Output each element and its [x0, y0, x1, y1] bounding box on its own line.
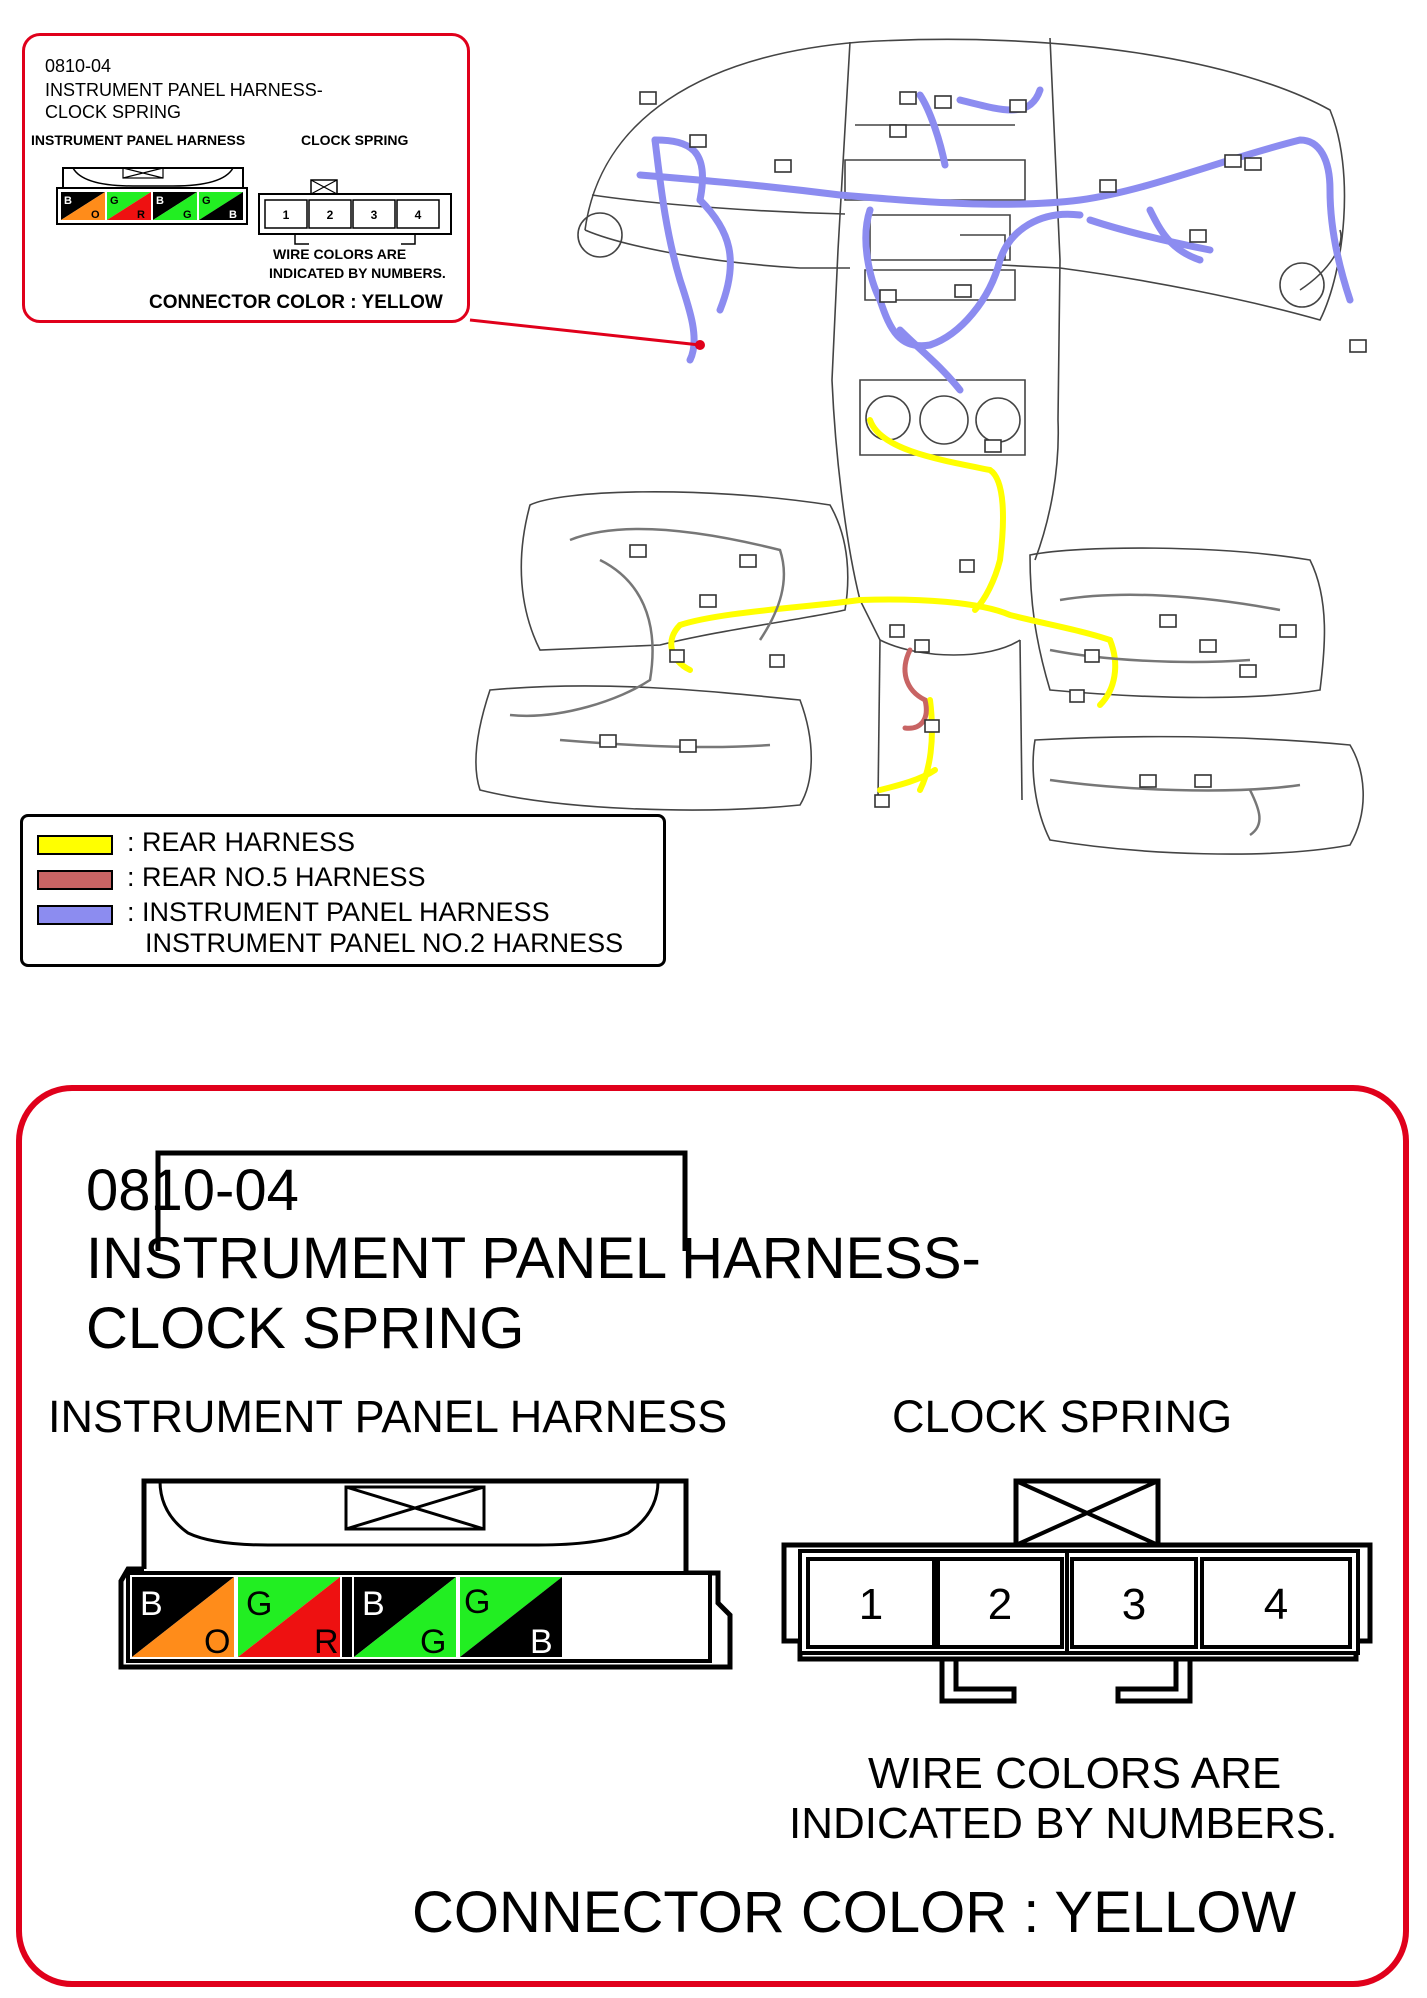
- clock-pin-4-label: 4: [1264, 1580, 1288, 1629]
- clock-pin-1-label: 1: [859, 1580, 883, 1629]
- small-clock-pin-3: [352, 199, 396, 229]
- small-harness-pin-2: [107, 192, 151, 220]
- harness-legend: : REAR HARNESS : REAR NO.5 HARNESS : INS…: [20, 814, 666, 967]
- pin-2-top-label: G: [246, 1585, 272, 1623]
- small-harness-label: INSTRUMENT PANEL HARNESS: [31, 132, 246, 148]
- connector-code: 0810-04: [86, 1158, 299, 1223]
- small-clock-pin-2: [308, 199, 352, 229]
- small-pin-3-top-label: B: [156, 195, 164, 207]
- harness-pin-divider: [342, 1577, 352, 1657]
- small-pin-1-top-label: B: [64, 195, 72, 207]
- pin-1-bottom-label: O: [204, 1623, 230, 1661]
- small-harness-pin-4: [199, 192, 243, 220]
- small-wire-note-line2: INDICATED BY NUMBERS.: [269, 265, 446, 281]
- small-harness-pin-3: [153, 192, 197, 220]
- small-callout-box: 0810-04 INSTRUMENT PANEL HARNESS- CLOCK …: [22, 33, 470, 323]
- pin-4-bottom-label: B: [530, 1623, 553, 1661]
- legend-label-instrument-panel-no2-harness: INSTRUMENT PANEL NO.2 HARNESS: [145, 928, 624, 958]
- small-clock-pin-3-label: 3: [371, 208, 378, 222]
- small-pin-2-bottom-label: R: [137, 209, 145, 221]
- pin-1-top-label: B: [140, 1585, 163, 1623]
- small-pin-4-top-label: G: [202, 195, 211, 207]
- connector-title-line1: INSTRUMENT PANEL HARNESS-: [86, 1226, 981, 1291]
- small-clock-pin-1-label: 1: [283, 208, 290, 222]
- small-clock-spring-label: CLOCK SPRING: [301, 132, 409, 148]
- harness-pin-4: [460, 1577, 562, 1657]
- legend-label-rear-harness: : REAR HARNESS: [127, 827, 356, 857]
- clock-pin-4: [1200, 1557, 1352, 1649]
- legend-label-rear-no5-harness: : REAR NO.5 HARNESS: [127, 862, 426, 892]
- small-clock-pin-2-label: 2: [327, 208, 334, 222]
- legend-label-instrument-panel-harness: : INSTRUMENT PANEL HARNESS: [127, 897, 550, 927]
- connector-color-label: CONNECTOR COLOR : YELLOW: [412, 1880, 1297, 1945]
- small-clock-pin-4: [396, 199, 440, 229]
- small-clock-pin-1: [264, 199, 308, 229]
- small-pin-3-bottom-label: G: [183, 209, 192, 221]
- small-pin-1-bottom-label: O: [91, 209, 100, 221]
- small-wire-note-line1: WIRE COLORS ARE: [273, 246, 407, 262]
- wire-colors-note-line1: WIRE COLORS ARE: [868, 1749, 1282, 1798]
- small-pin-4-bottom-label: B: [229, 209, 237, 221]
- small-harness-pin-1: [61, 192, 105, 220]
- legend-swatch-instrument-panel-harness: [37, 905, 113, 925]
- legend-swatch-rear-harness: [37, 835, 113, 855]
- clock-spring-location-marker: [695, 340, 705, 350]
- small-harness-connector: B O G R B G G B: [56, 167, 248, 225]
- pin-2-bottom-label: R: [314, 1623, 339, 1661]
- small-connector-code: 0810-04: [45, 56, 112, 76]
- small-clock-spring-connector: 1 2 3 4: [258, 179, 452, 245]
- harness-pin-3: [354, 1577, 456, 1657]
- pin-4-top-label: G: [464, 1583, 490, 1621]
- harness-pin-1: [132, 1577, 234, 1657]
- connector-blocks: [599, 91, 1367, 808]
- wire-colors-note-line2: INDICATED BY NUMBERS.: [789, 1799, 1338, 1848]
- big-callout-box: 0810-04 INSTRUMENT PANEL HARNESS- CLOCK …: [16, 1085, 1409, 1987]
- legend-swatch-rear-no5-harness: [37, 870, 113, 890]
- connector-title-line2: CLOCK SPRING: [86, 1296, 525, 1361]
- small-connectors-drawing: B O G R B G G B 1 2 3 4: [56, 167, 452, 245]
- clock-pin-3: [1070, 1557, 1198, 1649]
- callout-leader-line: [469, 318, 701, 347]
- small-pin-2-top-label: G: [110, 195, 119, 207]
- clock-pin-1: [806, 1557, 936, 1649]
- pin-3-top-label: B: [362, 1585, 385, 1623]
- seat-wiring: [509, 527, 1301, 837]
- rear-no5-harness-route: [902, 647, 929, 731]
- seats-outline: [475, 491, 1364, 855]
- clock-spring-label: CLOCK SPRING: [892, 1391, 1233, 1442]
- small-connector-title-line2: CLOCK SPRING: [45, 102, 182, 122]
- instrument-panel-harness-label: INSTRUMENT PANEL HARNESS: [48, 1391, 728, 1442]
- harness-connector-drawing: B O G R B G G B: [118, 1478, 733, 1670]
- clock-pin-3-label: 3: [1122, 1580, 1146, 1629]
- clock-spring-connector-drawing: 1 2 3 4: [781, 1478, 1373, 1704]
- clock-pin-2-label: 2: [988, 1580, 1012, 1629]
- clock-pin-2: [936, 1557, 1064, 1649]
- dashboard-outline: [577, 37, 1346, 801]
- small-connector-title-line1: INSTRUMENT PANEL HARNESS-: [45, 80, 323, 100]
- harness-connector: [155, 1150, 688, 1251]
- small-connector-color: CONNECTOR COLOR : YELLOW: [149, 292, 443, 313]
- instrument-panel-harness-route: [636, 86, 1354, 394]
- harness-pin-2: [238, 1577, 340, 1657]
- pin-3-bottom-label: G: [420, 1623, 446, 1661]
- rear-harness-route: [668, 417, 1119, 793]
- connectors-drawing: [155, 1150, 688, 1251]
- small-clock-pin-4-label: 4: [415, 208, 422, 222]
